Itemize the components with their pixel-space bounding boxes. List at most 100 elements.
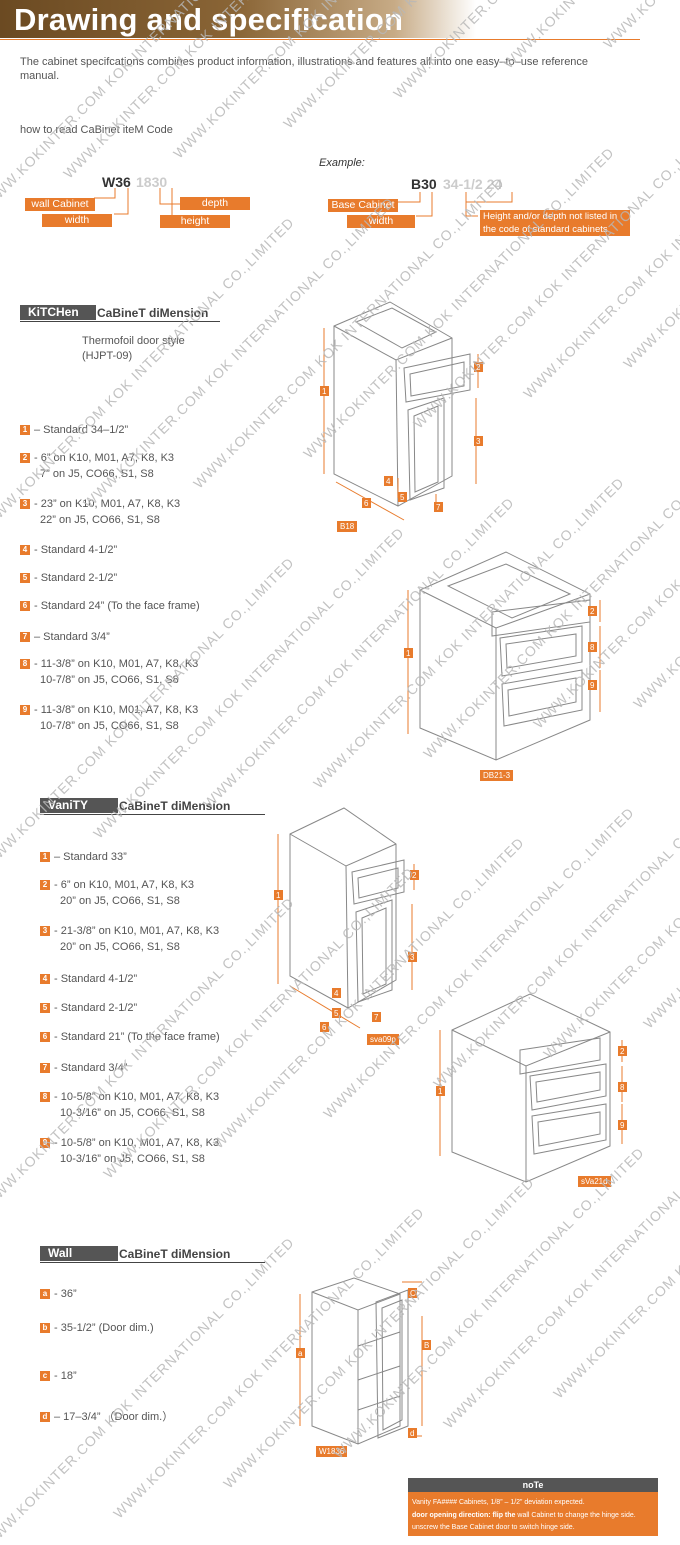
vanity-item-1-line-1: – Standard 33” (54, 851, 127, 863)
kitchen-item-8-line-1: - 11-3/8” on K10, M01, A7, K8, K3 (34, 658, 199, 670)
kitchen-item-3-line-2: 22” on J5, CO66, S1, S8 (40, 514, 160, 526)
how-to-read-heading: how to read CaBinet iteM Code (20, 124, 173, 136)
note-line-2-rest: wall Cabinet to change the hinge side. (515, 1512, 636, 1519)
base-code-leaders (398, 192, 513, 217)
wall-item-c-badge: c (40, 1371, 50, 1381)
wall-code-bold: W36 (102, 174, 131, 190)
sva09p-label: sva09p (367, 1034, 399, 1045)
vanity-section-tag: VaniTY (40, 798, 118, 813)
kitchen-item-6-line-1: - Standard 24” (To the face frame) (34, 600, 200, 612)
svg-text:1: 1 (438, 1087, 443, 1096)
vanity-item-2-badge: 2 (40, 880, 50, 890)
note-title: noTe (408, 1478, 658, 1492)
kitchen-style-line-2: (HJPT-09) (82, 350, 133, 362)
svg-text:8: 8 (620, 1083, 625, 1092)
svg-text:9: 9 (590, 681, 595, 690)
svg-text:2: 2 (620, 1047, 625, 1056)
svg-text:1: 1 (276, 891, 281, 900)
svg-text:d: d (410, 1429, 414, 1438)
wall-code-grey: 1830 (136, 174, 168, 190)
svg-text:2: 2 (412, 871, 417, 880)
vanity-item-5-badge: 5 (40, 1003, 50, 1013)
kitchen-item-6-badge: 6 (20, 601, 30, 611)
wall-item-a-line-1: - 36” (54, 1288, 77, 1300)
wall-section-rule (40, 1262, 265, 1263)
svg-text:3: 3 (476, 437, 481, 446)
kitchen-item-8-line-2: 10-7/8” on J5, CO66, S1, S8 (40, 674, 179, 686)
vanity-item-3-line-2: 20” on J5, CO66, S1, S8 (60, 941, 180, 953)
svg-text:1: 1 (322, 387, 327, 396)
db21-cabinet-diagram: 1 2 8 9 (404, 551, 601, 761)
base-code-bold: B30 (411, 176, 437, 192)
kitchen-item-2-badge: 2 (20, 453, 30, 463)
sva09p-cabinet-diagram: 1 2 3 4 5 6 7 (274, 807, 419, 1032)
wall-item-b-badge: b (40, 1323, 50, 1333)
b18-label: B18 (337, 521, 358, 532)
vanity-item-4-badge: 4 (40, 974, 50, 984)
wall-item-a-badge: a (40, 1289, 50, 1299)
vanity-item-3-line-1: - 21-3/8” on K10, M01, A7, K8, K3 (54, 925, 220, 937)
kitchen-section-rule (20, 321, 220, 322)
intro-line-1: The cabinet specifcations combines produ… (20, 56, 589, 68)
kitchen-item-3-badge: 3 (20, 499, 30, 509)
svg-text:2: 2 (476, 363, 481, 372)
svg-text:1: 1 (406, 649, 411, 658)
db21-label: DB21-3 (480, 770, 514, 781)
wall-cabinet-label: wall Cabinet (25, 198, 95, 211)
svg-text:8: 8 (590, 643, 595, 652)
vanity-item-2-line-2: 20” on J5, CO66, S1, S8 (60, 895, 180, 907)
vanity-item-8-badge: 8 (40, 1092, 50, 1102)
vanity-item-8-line-2: 10-3/16” on J5, CO66, S1, S8 (60, 1107, 205, 1119)
svg-text:5: 5 (400, 493, 405, 502)
sva21d-cabinet-diagram: 1 2 8 9 (436, 993, 627, 1183)
svg-text:7: 7 (374, 1013, 379, 1022)
kitchen-item-4-badge: 4 (20, 545, 30, 555)
kitchen-item-5-badge: 5 (20, 573, 30, 583)
svg-text:a: a (298, 1349, 303, 1358)
wall-depth-label: depth (180, 197, 250, 210)
svg-text:C: C (410, 1289, 416, 1298)
wall-height-label: height (160, 215, 230, 228)
svg-text:B: B (424, 1341, 429, 1350)
svg-text:4: 4 (334, 989, 339, 998)
vanity-item-9-badge: 9 (40, 1138, 50, 1148)
note-line-3: unscrew the Base Cabinet door to switch … (412, 1524, 575, 1531)
kitchen-item-2-line-1: - 6” on K10, M01, A7, K8, K3 (34, 452, 175, 464)
wall-section-tag: Wall (40, 1246, 118, 1261)
kitchen-item-9-line-1: - 11-3/8” on K10, M01, A7, K8, K3 (34, 704, 199, 716)
watermark-text: WWW.KOKINTER.COM KOK INTERNATIONAL CO.,L… (520, 84, 680, 402)
vanity-item-2-line-1: - 6” on K10, M01, A7, K8, K3 (54, 879, 195, 891)
vanity-item-7-line-1: - Standard 3/4” (54, 1062, 128, 1074)
vanity-item-7-badge: 7 (40, 1063, 50, 1073)
vanity-item-9-line-2: 10-3/16” on J5, CO66, S1, S8 (60, 1153, 205, 1165)
sva21d-label: sVa21d (578, 1176, 611, 1187)
svg-text:4: 4 (386, 477, 391, 486)
wall-width-label: width (42, 214, 112, 227)
intro-line-2: manual. (20, 70, 60, 82)
watermark-text: WWW.KOKINTER.COM KOK INTERNATIONAL CO.,L… (0, 214, 298, 532)
wall-section-title: CaBineT diMension (119, 1247, 231, 1261)
vanity-item-8-line-1: - 10-5/8” on K10, M01, A7, K8, K3 (54, 1091, 220, 1103)
vanity-item-9-line-1: - 10-5/8” on K10, M01, A7, K8, K3 (54, 1137, 220, 1149)
vanity-item-6-badge: 6 (40, 1032, 50, 1042)
kitchen-item-4-line-1: - Standard 4-1/2” (34, 544, 118, 556)
kitchen-item-1-badge: 1 (20, 425, 30, 435)
kitchen-section-title: CaBineT diMension (97, 306, 209, 320)
note-line-2: door opening direction: flip the wall Ca… (412, 1510, 636, 1521)
watermark-text: WWW.KOKINTER.COM KOK INTERNATIONAL CO.,L… (630, 394, 680, 712)
kitchen-style-line-1: Thermofoil door style (82, 335, 185, 347)
vanity-section-title: CaBineT diMension (119, 799, 231, 813)
vanity-item-1-badge: 1 (40, 852, 50, 862)
vanity-item-6-line-1: - Standard 21” (To the face frame) (54, 1031, 220, 1043)
w1836-cabinet-diagram: a B C d (296, 1277, 431, 1445)
wall-item-d-badge: d (40, 1412, 50, 1422)
kitchen-item-7-line-1: – Standard 3/4” (34, 631, 110, 643)
svg-text:7: 7 (436, 503, 441, 512)
svg-text:5: 5 (334, 1009, 339, 1018)
vanity-item-3-badge: 3 (40, 926, 50, 936)
kitchen-item-2-line-2: 7” on J5, CO66, S1, S8 (40, 468, 154, 480)
wall-item-b-line-1: - 35-1/2” (Door dim.) (54, 1322, 154, 1334)
base-code-note-line-2: the code of standard cabinets (483, 224, 608, 235)
watermark-text: WWW.KOKINTER.COM KOK INTERNATIONAL CO.,L… (640, 714, 680, 1032)
svg-text:9: 9 (620, 1121, 625, 1130)
